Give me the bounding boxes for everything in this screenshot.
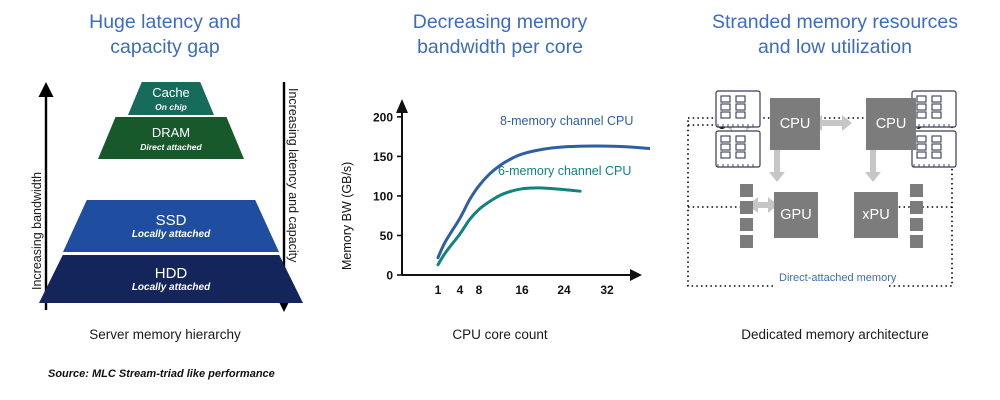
chip-cpu-2: CPU	[866, 98, 916, 150]
tier-ssd: SSD Locally attached	[63, 200, 279, 252]
chip-cpu-1-label: CPU	[779, 116, 811, 132]
panel-caption-right: Dedicated memory architecture	[741, 327, 929, 342]
tier-dram-name: DRAM	[151, 124, 191, 140]
panel-memory-hierarchy: Huge latency and capacity gap Increasing…	[0, 0, 330, 400]
tier-ssd-name: SSD	[155, 211, 187, 229]
tier-cache-name: Cache	[152, 85, 190, 100]
tier-cache: Cache On chip	[128, 82, 214, 115]
chip-gpu-label: GPU	[780, 207, 812, 223]
chip-cpu-1: CPU	[770, 98, 820, 150]
chip-gpu: GPU	[774, 192, 818, 238]
chip-xpu-label: xPU	[862, 207, 890, 223]
direct-attached-memory-label: Direct-attached memory	[779, 272, 897, 284]
chart-series-1	[436, 144, 650, 260]
tier-dram-sub: Direct attached	[140, 141, 202, 152]
chart-y-tick: 200	[373, 110, 393, 124]
panel-bandwidth-chart: Decreasing memory bandwidth per core 0 50…	[330, 0, 670, 400]
chip-xpu: xPU	[854, 192, 898, 238]
tier-ssd-sub: Locally attached	[131, 228, 211, 240]
chart-y-tick: 50	[380, 229, 394, 243]
chart-y-tick: 100	[373, 189, 393, 203]
panel-caption-left: Server memory hierarchy	[89, 327, 241, 342]
chart-x-tick: 16	[515, 283, 529, 297]
panel-title-left: Huge latency and capacity gap	[89, 11, 241, 58]
dimm-stack-icon-top-left	[715, 90, 761, 168]
panel-architecture-diagram: Stranded memory resources and low utiliz…	[670, 0, 1000, 400]
chart-y-tick: 150	[373, 150, 393, 164]
chip-cpu-2-label: CPU	[875, 116, 907, 132]
increasing-bandwidth-arrow-icon	[38, 82, 54, 310]
dimm-stack-icon-top-right	[911, 90, 957, 168]
chart-x-tick: 4	[457, 283, 464, 297]
chart-x-tick: 8	[476, 283, 483, 297]
tier-cache-sub: On chip	[155, 102, 187, 112]
chart-series-label-2: 6-memory channel CPU	[498, 164, 631, 178]
panel-caption-middle: CPU core count	[452, 327, 548, 342]
right-axis-label: Increasing latency and capacity	[286, 88, 300, 263]
chart-y-tick: 0	[386, 269, 393, 283]
tier-dram: DRAM Direct attached	[98, 117, 244, 159]
panel-title-right: Stranded memory resources and low utiliz…	[711, 11, 959, 58]
panel-title-middle: Decreasing memory bandwidth per core	[412, 11, 588, 58]
chart-x-tick: 32	[600, 283, 614, 297]
source-note: Source: MLC Stream-triad like performanc…	[48, 368, 275, 380]
chart-series-label-1: 8-memory channel CPU	[500, 114, 633, 128]
chart-y-axis-title: Memory BW (GB/s)	[340, 161, 354, 270]
chart-x-tick: 1	[435, 283, 442, 297]
chart-series-2	[436, 186, 582, 267]
tier-hdd-sub: Locally attached	[131, 281, 211, 293]
left-axis-label: Increasing bandwidth	[30, 171, 44, 290]
tier-hdd-name: HDD	[154, 264, 188, 282]
chart-x-tick: 24	[557, 283, 571, 297]
tier-hdd: HDD Locally attached	[39, 255, 303, 303]
